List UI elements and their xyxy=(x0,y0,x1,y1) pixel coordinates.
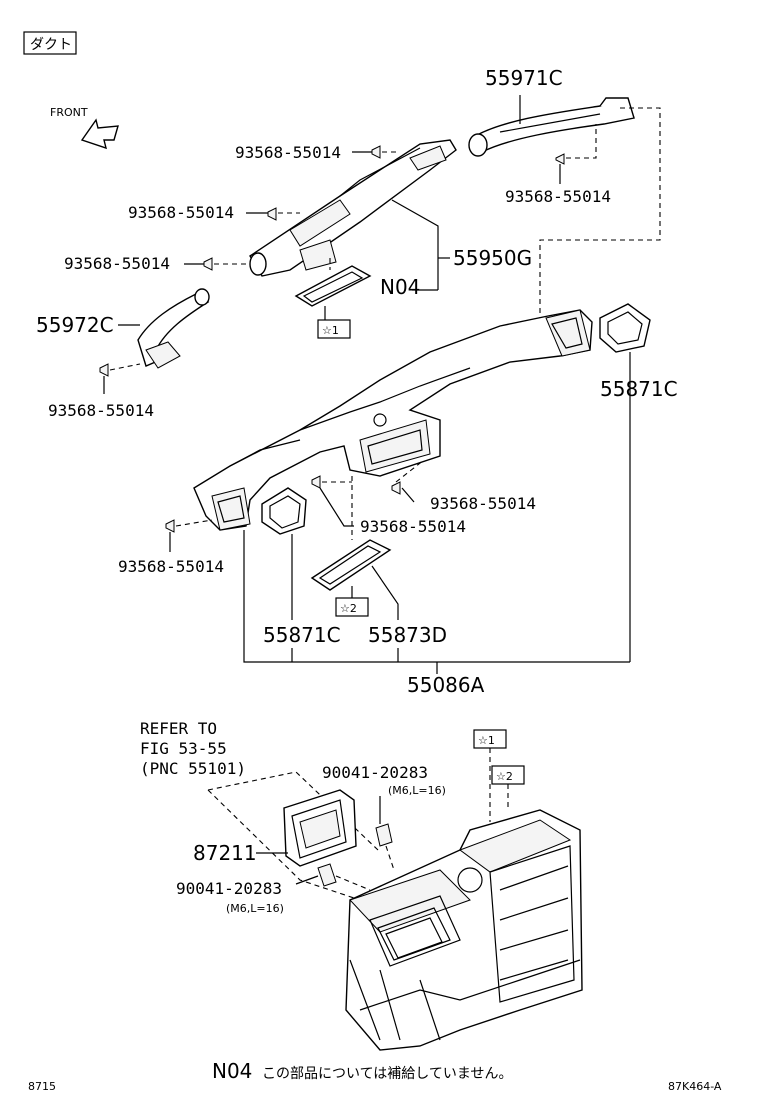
label-bolt-2-spec: (M6,L=16) xyxy=(226,902,284,915)
front-arrow-icon xyxy=(80,118,119,150)
star1-marker-lower: ☆1 xyxy=(478,734,495,747)
label-clip-8: 93568-55014 xyxy=(118,557,224,576)
label-bolt-1: 90041-20283 xyxy=(322,763,428,782)
duct-55086a-drawing xyxy=(193,309,593,531)
gasket-n04-drawing xyxy=(294,265,372,307)
refer-line-1: REFER TO xyxy=(140,719,217,738)
label-55873d: 55873D xyxy=(368,623,447,647)
label-n04: N04 xyxy=(380,275,420,299)
label-55971c: 55971C xyxy=(485,66,563,90)
footer-right-code: 87K464-A xyxy=(668,1080,722,1093)
label-55950g: 55950G xyxy=(453,246,532,270)
star2-marker-lower: ☆2 xyxy=(496,770,513,783)
label-87211: 87211 xyxy=(193,841,257,865)
heater-unit-drawing xyxy=(345,809,583,1051)
label-clip-4: 93568-55014 xyxy=(64,254,170,273)
duct-55972c-drawing xyxy=(137,288,210,369)
star1-box xyxy=(317,319,351,339)
label-clip-2: 93568-55014 xyxy=(505,187,611,206)
label-clip-6: 93568-55014 xyxy=(360,517,466,536)
label-55871c-right: 55871C xyxy=(600,377,678,401)
label-clip-7: 93568-55014 xyxy=(430,494,536,513)
footer-note-text: この部品については補給していません。 xyxy=(262,1066,512,1082)
seal-87211-drawing xyxy=(283,789,357,867)
star2-box xyxy=(335,597,369,617)
label-bolt-1-spec: (M6,L=16) xyxy=(388,784,446,797)
refer-line-2: FIG 53-55 xyxy=(140,739,227,758)
category-tag-box xyxy=(23,31,77,55)
label-55086a: 55086A xyxy=(407,673,485,697)
front-label: FRONT xyxy=(50,106,88,119)
label-55871c-left: 55871C xyxy=(263,623,341,647)
label-clip-3: 93568-55014 xyxy=(128,203,234,222)
footer-note-code: N04 xyxy=(212,1059,252,1083)
star2-marker: ☆2 xyxy=(340,602,357,615)
duct-55971c-drawing xyxy=(468,97,635,157)
duct-55950g-drawing xyxy=(249,139,457,277)
label-clip-5: 93568-55014 xyxy=(48,401,154,420)
label-clip-1: 93568-55014 xyxy=(235,143,341,162)
footer-left-code: 8715 xyxy=(28,1080,56,1093)
seal-55873d-drawing xyxy=(310,539,392,591)
label-55972c: 55972C xyxy=(36,313,114,337)
bolt-icon xyxy=(375,823,393,847)
bolt-icon xyxy=(317,863,337,887)
category-tag: ダクト xyxy=(30,37,72,53)
clip-icon xyxy=(555,153,565,165)
refer-line-3: (PNC 55101) xyxy=(140,759,246,778)
star1-marker: ☆1 xyxy=(322,324,339,337)
label-bolt-2: 90041-20283 xyxy=(176,879,282,898)
